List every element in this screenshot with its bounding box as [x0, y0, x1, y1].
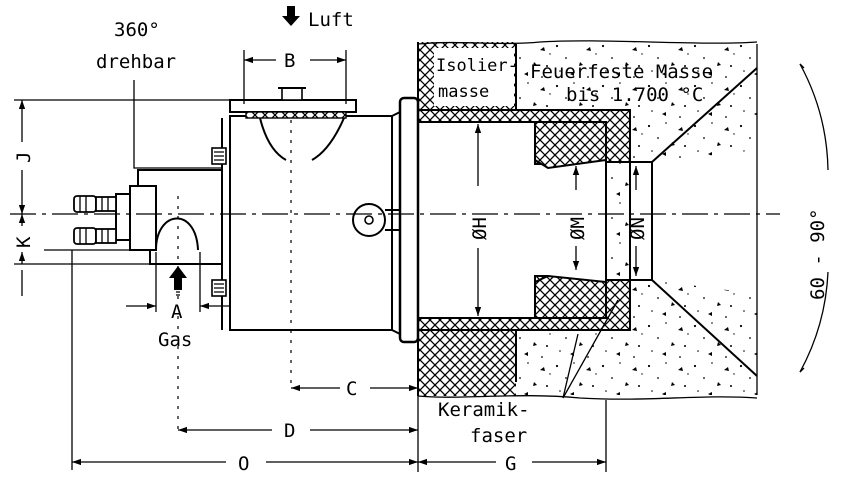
dim-m-label: ØM [567, 217, 589, 240]
dim-h-label: ØH [469, 217, 491, 240]
ceramic-label-line2: faser [470, 425, 527, 447]
angle-label: 60 - 90° [807, 208, 829, 300]
air-arrow-icon [282, 6, 300, 26]
refractory-label-line2: bis 1.700 °C [566, 84, 703, 106]
pilot-connector-upper [73, 195, 117, 213]
insulation-bottom [418, 330, 516, 396]
dim-o-label: O [238, 453, 249, 475]
insulation-label-line2: masse [438, 82, 489, 102]
dim-n-label: ØN [627, 217, 649, 240]
gas-label: Gas [158, 329, 192, 351]
refractory-label-line1: Feuerfeste Masse [530, 61, 713, 83]
dim-c-label: C [346, 378, 357, 400]
dim-j-label: J [13, 152, 35, 163]
pilot-connector-lower [73, 227, 117, 245]
ceramic-label-line1: Keramik- [438, 399, 530, 421]
dim-a-label: A [171, 301, 183, 323]
burner-body [73, 87, 420, 344]
mounting-flange [398, 96, 420, 344]
air-label: Luft [308, 9, 354, 31]
furnace-wall [417, 40, 758, 400]
rotation-label-line2: drehbar [96, 51, 176, 73]
center-lines [10, 120, 780, 432]
dim-b-label: B [284, 50, 295, 72]
gas-arrow-icon [169, 266, 187, 290]
text-labels: 360° drehbar Luft B Isolier- masse Feuer… [13, 9, 829, 475]
dim-k-label: K [13, 236, 35, 248]
insulation-label-line1: Isolier- [436, 56, 518, 76]
rotation-label-line1: 360° [114, 19, 160, 41]
dim-d-label: D [284, 420, 295, 442]
dim-g-label: G [505, 453, 516, 475]
dimension-lines [14, 6, 829, 472]
